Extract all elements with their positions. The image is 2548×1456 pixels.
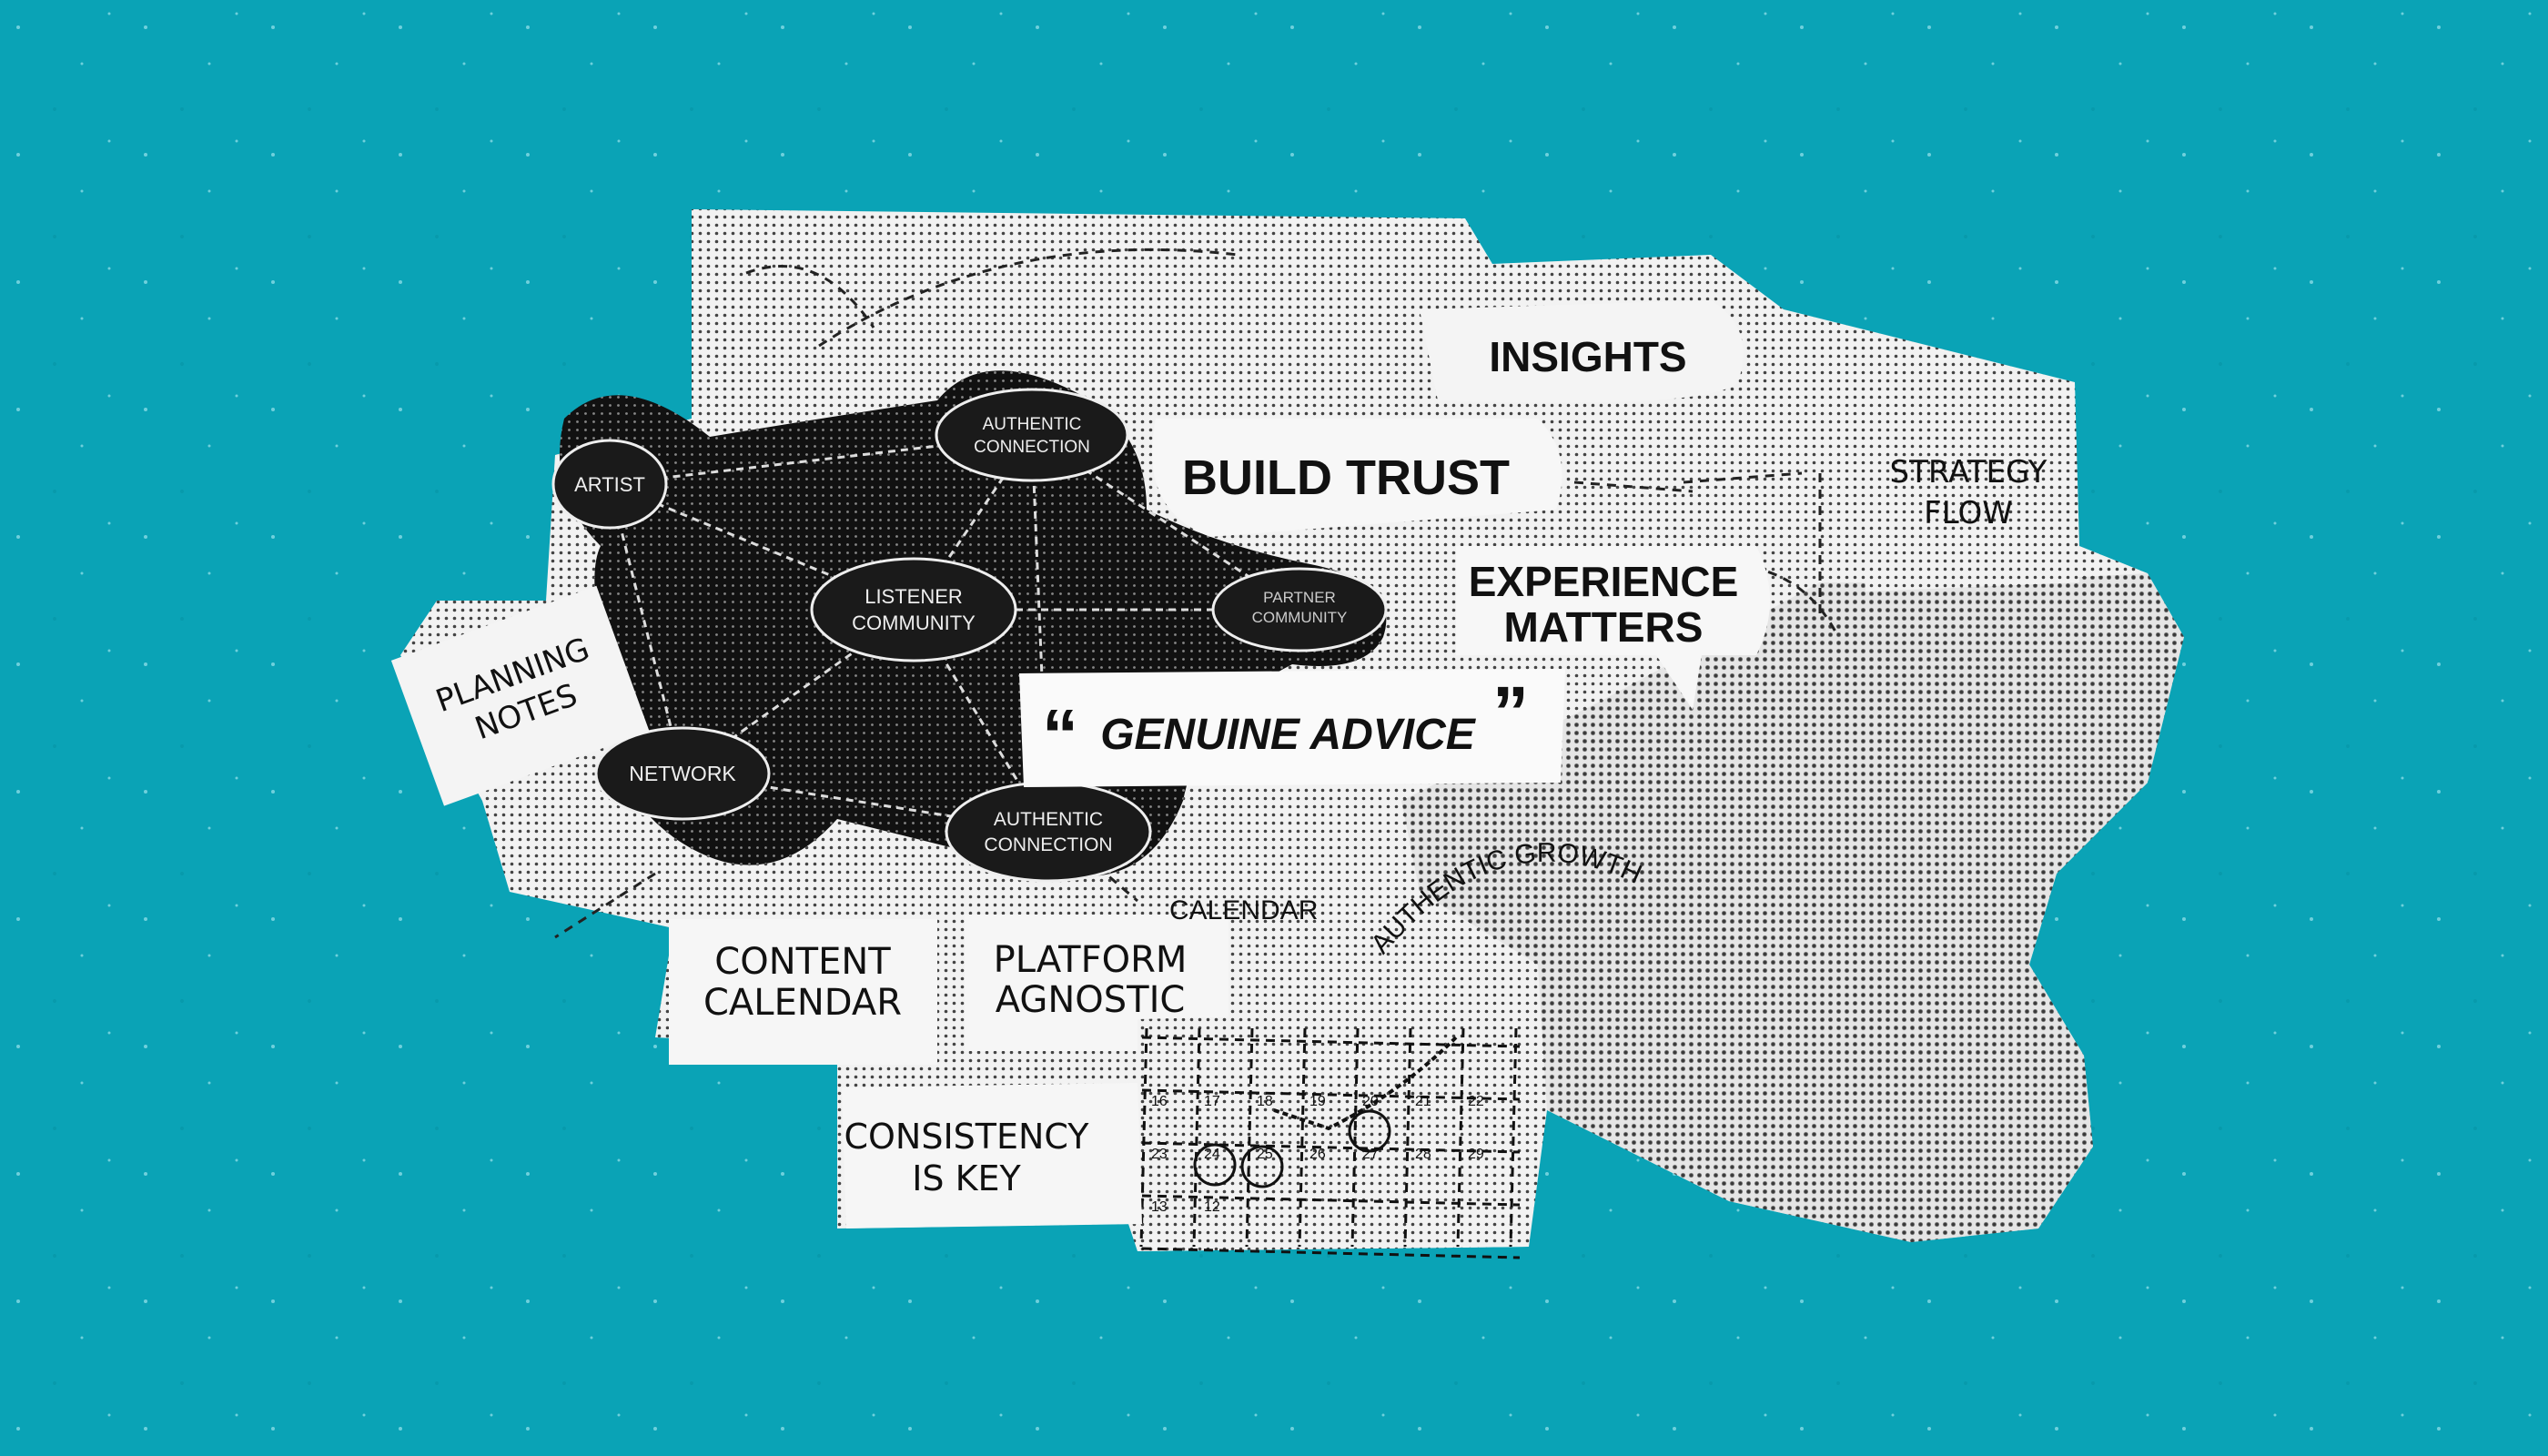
- dark-paper-blob: [1401, 573, 2184, 1242]
- calendar-day-number: 13: [1151, 1199, 1168, 1215]
- calendar-circle-mark: [1193, 1143, 1237, 1187]
- growth-line: [1273, 1036, 1458, 1131]
- calendar-grid-line: [1141, 1194, 1521, 1207]
- calendar-day-number: 18: [1257, 1094, 1273, 1109]
- node-network: NETWORK: [594, 726, 771, 821]
- experience-matters-bubble: EXPERIENCE MATTERS: [1456, 546, 1770, 710]
- insights-label: INSIGHTS: [1489, 333, 1686, 380]
- content-label: CONTENT: [714, 941, 891, 983]
- calendar-grid-line: [1350, 1027, 1360, 1248]
- build-trust-bubble: BUILD TRUST: [1152, 419, 1562, 537]
- node-label: NETWORK: [629, 762, 736, 785]
- genuine-advice-label: GENUINE ADVICE: [1100, 711, 1477, 759]
- calendar-day-number: 17: [1204, 1094, 1220, 1109]
- node-authentic-connection-top: AUTHENTIC CONNECTION: [935, 388, 1129, 482]
- calendar-circle-mark: [1348, 1109, 1391, 1153]
- node-artist: ARTIST: [551, 439, 668, 530]
- calendar-label: CALENDAR: [703, 982, 902, 1024]
- calendar-day-number: 26: [1309, 1147, 1326, 1162]
- calendar-day-number: 28: [1415, 1147, 1431, 1162]
- flow-label: FLOW: [1924, 495, 2013, 531]
- calendar-grid-line: [1298, 1027, 1307, 1248]
- calendar-day-number: 21: [1415, 1094, 1431, 1109]
- is-key-label: IS KEY: [912, 1158, 1021, 1198]
- calendar-grid-line: [1141, 1036, 1521, 1048]
- node-authentic-connection-bottom: AUTHENTIC CONNECTION: [945, 781, 1152, 883]
- calendar-grid-line: [1456, 1027, 1465, 1248]
- node-label: CONNECTION: [974, 438, 1090, 457]
- node-label: LISTENER: [864, 585, 963, 608]
- calendar-day-number: 19: [1309, 1094, 1326, 1109]
- quote-open: “: [1042, 694, 1078, 775]
- node-partner-community: PARTNER COMMUNITY: [1211, 567, 1388, 652]
- calendar-day-number: 22: [1468, 1094, 1484, 1109]
- matters-label: MATTERS: [1504, 603, 1704, 651]
- calendar-circle-mark: [1240, 1145, 1284, 1188]
- strategy-flow-note: STRATEGY FLOW: [1856, 391, 2079, 592]
- build-trust-label: BUILD TRUST: [1182, 450, 1510, 505]
- calendar-grid-line: [1245, 1027, 1254, 1248]
- quote-close: ”: [1492, 672, 1529, 753]
- calendar-grid-line: [1192, 1027, 1201, 1248]
- node-listener-community: LISTENER COMMUNITY: [810, 557, 1017, 662]
- strategy-label: STRATEGY: [1890, 454, 2048, 490]
- node-label: COMMUNITY: [852, 612, 976, 634]
- calendar-day-number: 25: [1257, 1147, 1273, 1162]
- consistency-note: CONSISTENCY IS KEY: [842, 1083, 1142, 1228]
- calendar-grid-line: [1509, 1027, 1518, 1248]
- platform-label: PLATFORM: [994, 939, 1188, 981]
- calendar-grid-line: [1403, 1027, 1412, 1248]
- insights-bubble: INSIGHTS: [1420, 300, 1744, 403]
- calendar-day-number: 29: [1468, 1147, 1484, 1162]
- calendar-grid-line: [1141, 1088, 1521, 1101]
- calendar-day-number: 16: [1151, 1094, 1168, 1109]
- calendar-day-number: 24: [1204, 1147, 1220, 1162]
- node-label: PARTNER: [1263, 589, 1336, 606]
- calendar-grid-line: [1141, 1247, 1521, 1259]
- calendar-title: CALENDAR: [1169, 895, 1318, 925]
- calendar-grid-line: [1139, 1027, 1148, 1248]
- planning-notes-note: PLANNING NOTES: [390, 585, 650, 806]
- agnostic-label: AGNOSTIC: [996, 979, 1186, 1021]
- calendar-grid-line: [1141, 1141, 1521, 1154]
- node-label: AUTHENTIC: [983, 415, 1082, 434]
- calendar-day-number: 20: [1362, 1094, 1379, 1109]
- genuine-advice-strip: “ GENUINE ADVICE ”: [1019, 669, 1565, 787]
- experience-label: EXPERIENCE: [1469, 558, 1739, 605]
- node-label: AUTHENTIC: [994, 809, 1103, 830]
- calendar-day-number: 12: [1204, 1199, 1220, 1215]
- node-label: COMMUNITY: [1252, 609, 1348, 626]
- node-label: CONNECTION: [984, 834, 1112, 855]
- content-calendar-note: CONTENT CALENDAR: [669, 919, 937, 1065]
- node-label: ARTIST: [574, 473, 645, 496]
- calendar-day-number: 23: [1151, 1147, 1168, 1162]
- consistency-label: CONSISTENCY: [844, 1117, 1089, 1157]
